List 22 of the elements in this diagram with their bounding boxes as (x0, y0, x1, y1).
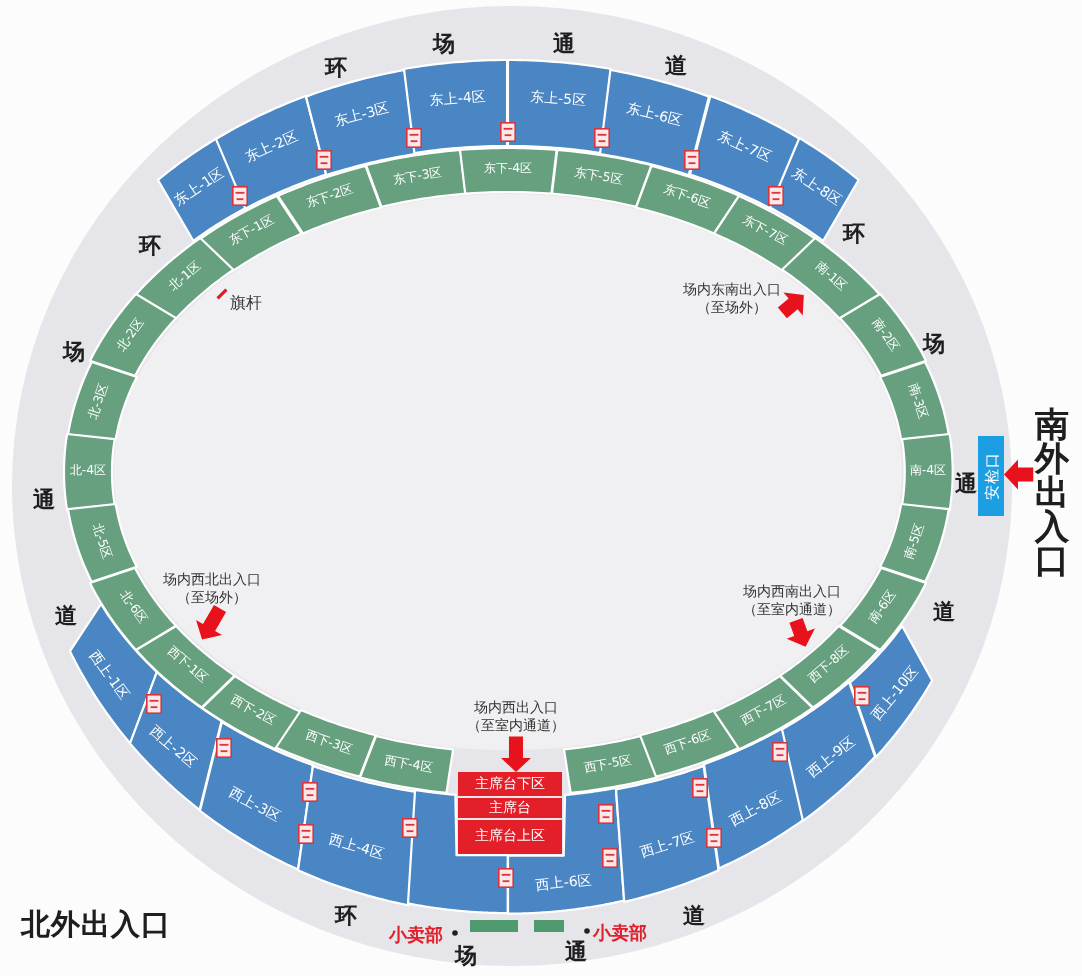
corridor-label: 通 (565, 941, 587, 963)
corridor-label: 场 (433, 33, 455, 55)
corridor-label: 通 (33, 489, 55, 511)
corridor-label: 道 (933, 601, 955, 623)
exit-label: 南外出入口 (1033, 410, 1071, 580)
corridor-label: 通 (955, 473, 977, 495)
kiosk-label: 小卖部 (593, 927, 647, 945)
exit-label: 北外出入口 (21, 911, 171, 941)
kiosk-label: 小卖部 (389, 929, 443, 947)
corridor-label: 场 (923, 333, 945, 355)
corridor-label: 场 (63, 341, 85, 363)
corridor-label: 环 (139, 235, 161, 257)
arrow (1004, 459, 1034, 490)
arrow (777, 292, 804, 319)
corridor-label: 环 (335, 905, 357, 927)
arrow (196, 604, 227, 640)
arrow (501, 736, 531, 772)
map-label: 旗杆 (230, 296, 262, 312)
corridor-label: 通 (553, 33, 575, 55)
corridor-label: 道 (683, 905, 705, 927)
arrow (786, 618, 815, 647)
corridor-label: 场 (455, 945, 477, 967)
